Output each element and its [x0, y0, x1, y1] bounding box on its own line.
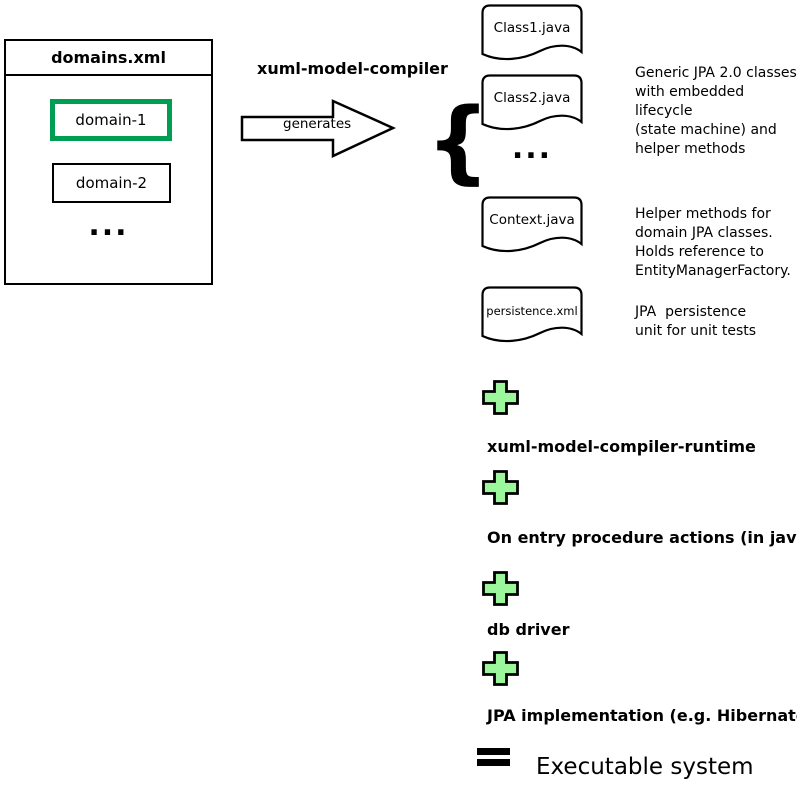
document-shape-icon: [481, 74, 583, 131]
result-label: Executable system: [536, 754, 754, 780]
file-name: Context.java: [489, 212, 575, 228]
compiler-name: xuml-model-compiler: [257, 59, 448, 78]
addition-db-driver-label: db driver: [487, 620, 570, 639]
document-shape-icon: [481, 4, 583, 61]
generates-arrow-label: generates: [283, 116, 352, 132]
domains-xml-panel: domains.xml domain-1 domain-2 ...: [4, 39, 213, 285]
context-note: Helper methods for domain JPA classes. H…: [635, 206, 791, 279]
plus-icon: [482, 571, 519, 606]
generated-file-persistence: persistence.xml: [481, 286, 583, 346]
classes-note: Generic JPA 2.0 classes with embedded li…: [635, 65, 797, 157]
output-brace: {: [426, 89, 491, 194]
file-name: Class2.java: [493, 90, 571, 106]
document-shape-icon: [481, 286, 583, 343]
document-shape-icon: [481, 196, 583, 253]
plus-icon: [482, 470, 519, 505]
generated-file-class2: Class2.java: [481, 74, 583, 134]
panel-title: domains.xml: [6, 41, 211, 76]
equals-icon: [477, 748, 510, 766]
plus-icon: [482, 651, 519, 686]
more-files-ellipsis: ...: [511, 131, 553, 166]
domain-2-label: domain-2: [75, 174, 148, 192]
generates-arrow-icon: [240, 99, 396, 158]
addition-jpa-impl-label: JPA implementation (e.g. Hibernate): [487, 706, 797, 725]
domain-1-label: domain-1: [75, 111, 147, 129]
persistence-note: JPA persistence unit for unit tests: [635, 304, 757, 339]
domain-2-box: domain-2: [52, 163, 171, 203]
generated-file-class1: Class1.java: [481, 4, 583, 64]
addition-entry-actions-label: On entry procedure actions (in java): [487, 528, 797, 547]
addition-runtime-label: xuml-model-compiler-runtime: [487, 437, 756, 456]
plus-icon: [482, 380, 519, 415]
domain-1-box: domain-1: [50, 99, 172, 141]
generated-file-context: Context.java: [481, 196, 583, 256]
more-domains-ellipsis: ...: [88, 208, 129, 243]
file-name: Class1.java: [493, 20, 571, 36]
file-name: persistence.xml: [486, 304, 578, 318]
